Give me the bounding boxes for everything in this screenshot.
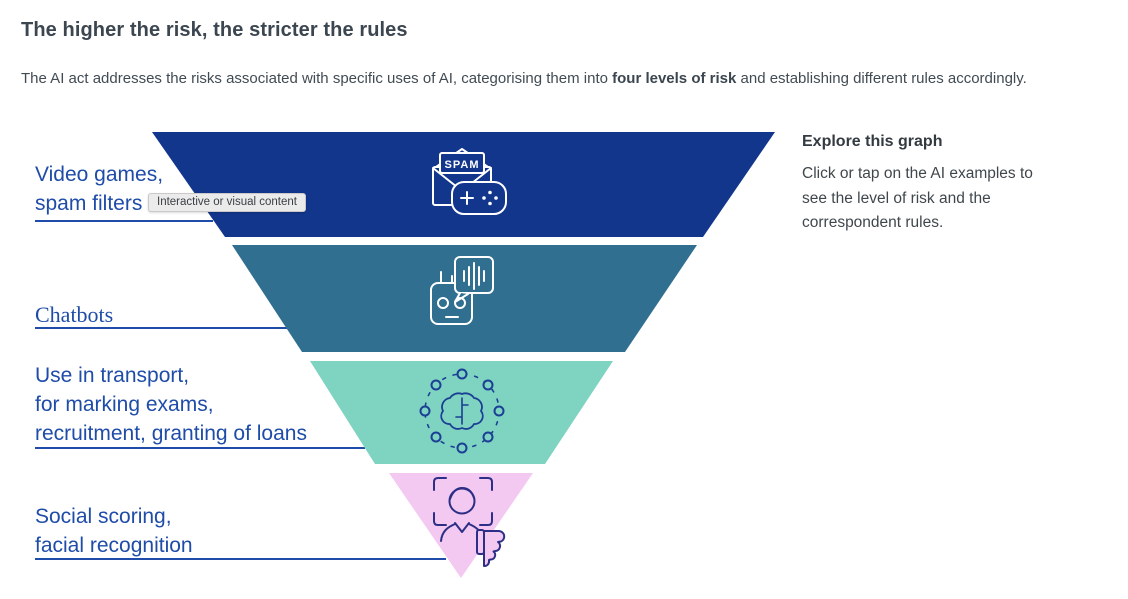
level-3-label-line-1: Use in transport, bbox=[35, 364, 190, 387]
spam-label: SPAM bbox=[445, 159, 480, 171]
intro-text-after: and establishing different rules accordi… bbox=[736, 70, 1027, 87]
level-3-label-link[interactable]: Use in transport, for marking exams, rec… bbox=[35, 361, 307, 448]
intro-text-bold: four levels of risk bbox=[612, 70, 737, 87]
page-title: The higher the risk, the stricter the ru… bbox=[21, 19, 408, 42]
level-3-label-line-3: recruitment, granting of loans bbox=[35, 422, 307, 445]
chatbot-icon bbox=[430, 256, 494, 325]
spam-game-icon: SPAM bbox=[432, 148, 507, 215]
intro-text-before: The AI act addresses the risks associate… bbox=[21, 70, 613, 87]
level-2-label-link[interactable]: Chatbots bbox=[35, 300, 113, 329]
level-4-leader-line bbox=[35, 558, 446, 560]
level-1-label-link[interactable]: Video games, spam filters bbox=[35, 160, 163, 218]
interactive-content-tooltip: Interactive or visual content bbox=[148, 193, 306, 212]
level-3-label-line-2: for marking exams, bbox=[35, 393, 214, 416]
level-4-label-link[interactable]: Social scoring, facial recognition bbox=[35, 502, 193, 560]
level-1-leader-line bbox=[35, 220, 213, 222]
explore-heading: Explore this graph bbox=[802, 133, 943, 150]
level-3-leader-line bbox=[35, 447, 365, 449]
level-1-label-line-2: spam filters bbox=[35, 192, 143, 215]
face-recognition-thumbs-down-icon bbox=[433, 477, 506, 567]
level-2-leader-line bbox=[35, 327, 288, 329]
level-2-label-line-1: Chatbots bbox=[35, 302, 114, 327]
ai-brain-network-icon bbox=[419, 368, 505, 454]
level-4-label-line-2: facial recognition bbox=[35, 534, 193, 557]
explore-body: Click or tap on the AI examples to see t… bbox=[802, 165, 1033, 231]
level-1-label-line-1: Video games, bbox=[35, 163, 164, 186]
pyramid-level-4-shape[interactable] bbox=[389, 473, 533, 578]
level-4-label-line-1: Social scoring, bbox=[35, 505, 172, 528]
intro-paragraph: The AI act addresses the risks associate… bbox=[21, 66, 1069, 91]
